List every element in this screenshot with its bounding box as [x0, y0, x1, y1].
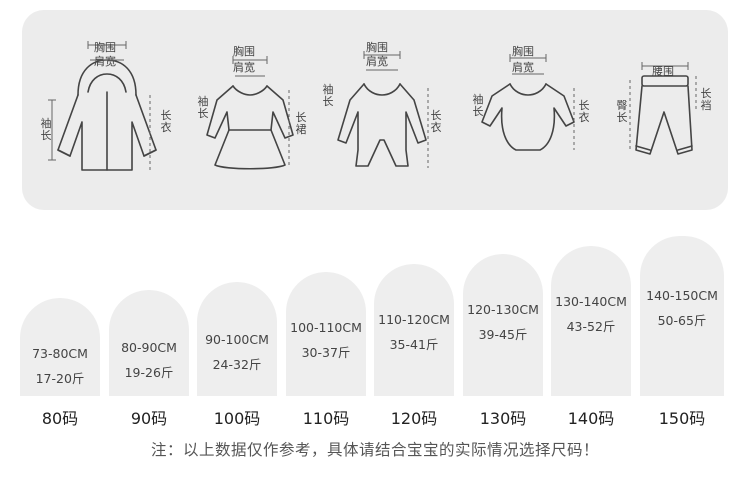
bodysuit-diagram: 胸围 肩宽 袖长 长衣 [458, 0, 598, 200]
dress-length-label: 长裙 [295, 111, 307, 136]
size-card-140: 130-140CM 43-52斤 [551, 246, 631, 396]
bodysuit-sleeve-label: 袖长 [472, 93, 484, 118]
size-height: 73-80CM [32, 346, 88, 361]
jacket-diagram: 胸围 肩宽 袖长 长衣 [30, 0, 180, 200]
size-height: 90-100CM [205, 332, 269, 347]
garment-diagram-panel [22, 10, 728, 210]
jacket-chest-label: 胸围 [94, 41, 116, 54]
romper-shoulder-label: 肩宽 [366, 55, 388, 68]
size-label-150: 150码 [658, 409, 706, 428]
size-weight: 35-41斤 [389, 337, 439, 352]
size-label-120: 120码 [390, 409, 438, 428]
size-label-140: 140码 [567, 409, 615, 428]
size-label-100: 100码 [213, 409, 261, 428]
pants-length-label: 长裆 [700, 87, 712, 112]
size-height: 100-110CM [290, 320, 362, 335]
bodysuit-shoulder-label: 肩宽 [512, 61, 534, 74]
size-label-130: 130码 [479, 409, 527, 428]
size-weight: 30-37斤 [301, 345, 351, 360]
jacket-length-label: 长衣 [160, 109, 172, 134]
pants-diagram: 腰围 臀长 长裆 [600, 0, 725, 200]
size-height: 80-90CM [121, 340, 177, 355]
size-card-150: 140-150CM 50-65斤 [640, 236, 724, 396]
jacket-shoulder-label: 肩宽 [94, 55, 116, 68]
size-card-80: 73-80CM 17-20斤 [20, 298, 100, 396]
pants-icon [629, 62, 697, 155]
bodysuit-icon [481, 54, 575, 151]
dress-sleeve-label: 袖长 [197, 95, 209, 120]
romper-sleeve-label: 袖长 [322, 83, 334, 108]
size-card-130: 120-130CM 39-45斤 [463, 254, 543, 396]
dress-icon [206, 56, 294, 170]
size-weight: 17-20斤 [35, 371, 85, 386]
size-label-90: 90码 [130, 409, 168, 428]
size-card-120: 110-120CM 35-41斤 [374, 264, 454, 396]
size-height: 140-150CM [646, 288, 718, 303]
size-label-110: 110码 [302, 409, 350, 428]
dress-diagram: 胸围 肩宽 袖长 长裙 [185, 0, 320, 200]
size-weight: 50-65斤 [657, 313, 707, 328]
romper-icon [337, 51, 429, 168]
size-height: 120-130CM [467, 302, 539, 317]
size-card-90: 80-90CM 19-26斤 [109, 290, 189, 396]
romper-chest-label: 胸围 [366, 41, 388, 54]
romper-length-label: 长衣 [430, 109, 442, 134]
size-weight: 24-32斤 [212, 357, 262, 372]
bodysuit-length-label: 长衣 [578, 99, 590, 124]
size-card-100: 90-100CM 24-32斤 [197, 282, 277, 396]
jacket-sleeve-label: 袖长 [40, 117, 52, 142]
size-weight: 19-26斤 [124, 365, 174, 380]
size-card-110: 100-110CM 30-37斤 [286, 272, 366, 396]
size-height: 110-120CM [378, 312, 450, 327]
size-weight: 39-45斤 [478, 327, 528, 342]
romper-diagram: 胸围 肩宽 袖长 长衣 [320, 0, 455, 200]
dress-shoulder-label: 肩宽 [233, 61, 255, 74]
reference-note: 注：以上数据仅作参考，具体请结合宝宝的实际情况选择尺码！ [150, 441, 599, 459]
pants-waist-label: 腰围 [652, 65, 674, 78]
size-label-80: 80码 [41, 409, 79, 428]
jacket-icon [48, 41, 157, 171]
bodysuit-chest-label: 胸围 [512, 45, 534, 58]
pants-hip-label: 臀长 [616, 99, 628, 124]
size-weight: 43-52斤 [566, 319, 616, 334]
dress-chest-label: 胸围 [233, 45, 255, 58]
size-height: 130-140CM [555, 294, 627, 309]
